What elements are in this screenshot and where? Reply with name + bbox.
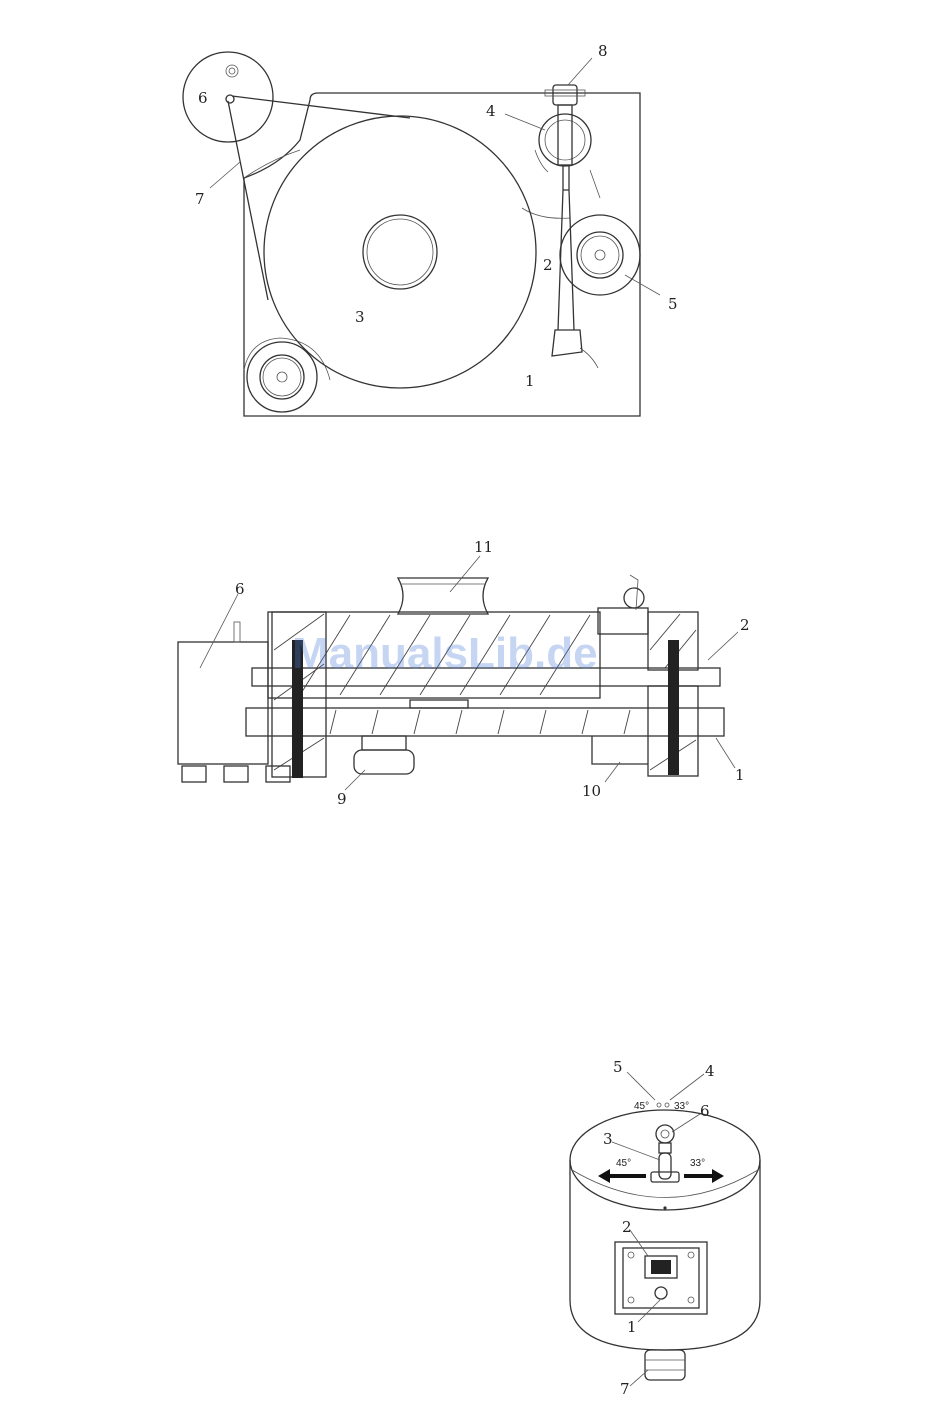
side-label-10: 10 bbox=[582, 782, 601, 800]
part-10-bracket bbox=[592, 736, 648, 764]
plinth-outline bbox=[244, 93, 640, 416]
motor-label-2: 2 bbox=[622, 1218, 632, 1236]
motor-cylinder bbox=[570, 1160, 760, 1350]
top-label-2: 2 bbox=[543, 256, 553, 274]
indicator-lamp bbox=[655, 1287, 667, 1299]
top-label-3: 3 bbox=[355, 308, 365, 326]
side-label-9: 9 bbox=[337, 790, 347, 808]
motor-unit-diagram: 45° 33° 45° 33° 1 2 3 4 5 6 7 bbox=[0, 1060, 950, 1409]
speed-lever bbox=[659, 1153, 671, 1179]
bolt-right bbox=[668, 640, 679, 775]
drive-belt bbox=[228, 96, 410, 300]
side-label-11: 11 bbox=[474, 538, 493, 556]
tonearm bbox=[558, 165, 574, 330]
side-section-diagram: ManualsLib.de 1 2 6 9 10 11 bbox=[0, 520, 950, 820]
speed-left-label: 45° bbox=[616, 1158, 631, 1169]
top-view-diagram: 1 2 3 4 5 6 7 8 bbox=[0, 0, 950, 440]
headshell bbox=[552, 330, 582, 356]
speed-right-label: 33° bbox=[690, 1158, 705, 1169]
side-label-6: 6 bbox=[235, 580, 245, 598]
top-label-6: 6 bbox=[198, 89, 208, 107]
center-foot bbox=[354, 750, 414, 774]
platter bbox=[264, 116, 536, 388]
tonearm-base bbox=[539, 114, 591, 166]
mark-45-label: 45° bbox=[634, 1101, 649, 1112]
foot-front-left bbox=[247, 342, 317, 412]
top-label-1: 1 bbox=[525, 372, 535, 390]
motor-label-5: 5 bbox=[613, 1058, 623, 1076]
motor-label-3: 3 bbox=[603, 1130, 613, 1148]
mark-33-label: 33° bbox=[674, 1101, 689, 1112]
motor-foot bbox=[645, 1350, 685, 1380]
top-label-8: 8 bbox=[598, 42, 608, 60]
lower-plate bbox=[246, 708, 724, 736]
motor-pod bbox=[183, 52, 273, 142]
motor-housing bbox=[178, 642, 268, 764]
record-clamp bbox=[398, 578, 488, 614]
side-label-1: 1 bbox=[735, 766, 745, 784]
top-label-4: 4 bbox=[486, 102, 496, 120]
platter-hub bbox=[363, 215, 437, 289]
side-label-2: 2 bbox=[740, 616, 750, 634]
motor-label-7: 7 bbox=[620, 1380, 630, 1398]
motor-spindle bbox=[226, 65, 238, 77]
top-label-5: 5 bbox=[668, 295, 678, 313]
motor-label-4: 4 bbox=[705, 1062, 715, 1080]
motor-label-6: 6 bbox=[700, 1102, 710, 1120]
top-label-7: 7 bbox=[195, 190, 205, 208]
watermark: ManualsLib.de bbox=[292, 629, 598, 678]
motor-label-1: 1 bbox=[627, 1318, 637, 1336]
